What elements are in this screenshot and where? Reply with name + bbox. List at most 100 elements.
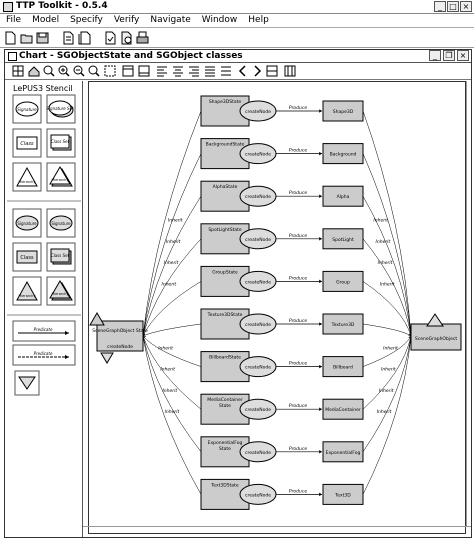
method-node[interactable]: createNode	[239, 270, 277, 292]
align-bottom-icon[interactable]	[138, 65, 150, 77]
align-center-icon[interactable]	[173, 66, 183, 77]
method-node[interactable]: createNode	[239, 356, 277, 378]
method-node[interactable]: createNode	[239, 228, 277, 250]
document-icon[interactable]	[62, 31, 75, 45]
stencil-signature-2[interactable]: Signature	[12, 208, 42, 238]
menu-specify[interactable]: Specify	[70, 15, 103, 25]
back-arrow-icon[interactable]	[238, 65, 246, 77]
inherit-label-right: Inherit	[379, 388, 394, 394]
maximize-icon[interactable]: □	[447, 1, 459, 12]
method-node[interactable]: createNode	[239, 100, 277, 122]
inherit-edge-right	[362, 336, 411, 495]
menu-file[interactable]: File	[6, 15, 22, 25]
document-copy-icon[interactable]	[78, 31, 91, 45]
verify-icon[interactable]	[120, 31, 133, 45]
hsplit-icon[interactable]	[266, 65, 278, 77]
new-file-icon[interactable]	[4, 31, 17, 45]
stencil-hierarchy-2[interactable]: Hierarchy	[12, 276, 42, 306]
stencil-signature[interactable]: Signature	[12, 94, 42, 124]
app-logo-icon	[3, 2, 13, 12]
stencil-class[interactable]: Class	[12, 128, 42, 158]
zoom-out-icon[interactable]	[73, 65, 85, 77]
method-node[interactable]: createNode	[239, 143, 277, 165]
produce-label: Produce	[289, 190, 307, 196]
inherit-label-right: Inherit	[381, 367, 396, 373]
stencil-predicate-2-label: Predicate	[34, 351, 53, 356]
open-folder-icon[interactable]	[20, 31, 33, 45]
produce-label: Produce	[289, 105, 307, 111]
stencil-hierarchy-set-2[interactable]: Hierarchy	[46, 276, 76, 306]
target-class-node[interactable]: Group	[322, 270, 364, 292]
minimize-icon[interactable]: _	[434, 1, 446, 12]
stencil-predicate[interactable]: Predicate	[12, 320, 76, 342]
inherit-label-right: Inherit	[377, 409, 392, 415]
method-node[interactable]: createNode	[239, 483, 277, 505]
app-title-bar: TTP Toolkit - 0.5.4 _ □ ×	[0, 0, 474, 14]
inherit-edge-right	[362, 110, 411, 336]
vertical-scrollbar[interactable]	[466, 81, 472, 526]
method-node[interactable]: createNode	[239, 398, 277, 420]
target-class-node[interactable]: Text3D	[322, 483, 364, 505]
target-class-node[interactable]: Texture3D	[322, 313, 364, 335]
menu-window[interactable]: Window	[201, 15, 238, 25]
stencil-predicate-2[interactable]: Predicate	[12, 344, 76, 366]
justify-icon[interactable]	[205, 66, 215, 77]
target-class-node[interactable]: Billboard	[322, 356, 364, 378]
stencil-signature-label: Signature	[17, 107, 37, 112]
chart-minimize-icon[interactable]: _	[429, 50, 441, 61]
align-top-icon[interactable]	[122, 65, 134, 77]
stencil-class-set-2[interactable]: Class Set	[46, 242, 76, 272]
method-node[interactable]: createNode	[239, 185, 277, 207]
zoom-icon[interactable]	[88, 65, 100, 77]
chart-restore-icon[interactable]: ❐	[443, 50, 455, 61]
method-node[interactable]: createNode	[239, 441, 277, 463]
right-hierarchy-node[interactable]: SceneGraphObject	[410, 313, 462, 351]
target-class-node[interactable]: Alpha	[322, 185, 364, 207]
columns-icon[interactable]	[284, 65, 296, 77]
target-class-node[interactable]: Shape3D	[322, 100, 364, 122]
align-right-icon[interactable]	[189, 66, 199, 77]
left-hierarchy-node[interactable]: SceneGraphObject State createNode	[89, 312, 148, 364]
zoom-fit-icon[interactable]	[43, 65, 55, 77]
grid-icon[interactable]	[12, 65, 24, 77]
inherit-label-left: Inherit	[168, 218, 183, 224]
document-check-icon[interactable]	[104, 31, 117, 45]
inherit-label-left: Inherit	[162, 281, 177, 287]
stencil-signature-3[interactable]: Signature	[46, 208, 76, 238]
stencil-class-2[interactable]: Class	[12, 242, 42, 272]
target-class-node[interactable]: ExponentialFog	[322, 441, 364, 463]
menu-model[interactable]: Model	[32, 15, 60, 25]
horizontal-scrollbar[interactable]	[83, 526, 471, 536]
forward-arrow-icon[interactable]	[254, 65, 262, 77]
chart-close-icon[interactable]: ×	[457, 50, 469, 61]
method-node[interactable]: createNode	[239, 313, 277, 335]
stencil-root[interactable]	[14, 370, 40, 396]
produce-label: Produce	[289, 233, 307, 239]
menu-help[interactable]: Help	[248, 15, 269, 25]
print-icon[interactable]	[136, 31, 149, 45]
home-icon[interactable]	[28, 66, 40, 77]
align-left-icon[interactable]	[157, 66, 167, 77]
menu-verify[interactable]: Verify	[113, 15, 140, 25]
produce-label: Produce	[289, 318, 307, 324]
distribute-icon[interactable]	[221, 66, 231, 76]
diagram-row: SpotLightStatecreateNodeProduceSpotLight…	[162, 223, 395, 287]
menu-navigate[interactable]: Navigate	[150, 15, 191, 25]
stencil-hierarchy-set[interactable]: Hierarchy	[46, 162, 76, 192]
zoom-in-icon[interactable]	[58, 65, 70, 77]
stencil-hierarchy[interactable]: Hierarchy	[12, 162, 42, 192]
close-icon[interactable]: ×	[460, 1, 472, 12]
target-class-node[interactable]: MediaContainer	[322, 398, 364, 420]
stencil-signature-set[interactable]: Signature Set	[46, 94, 76, 124]
target-class-node[interactable]: SpotLight	[322, 228, 364, 250]
save-icon[interactable]	[36, 31, 49, 45]
diagram-row: Text3DStatecreateNodeProduceText3DInheri…	[165, 409, 392, 510]
stencil-class-set[interactable]: Class Set	[46, 128, 76, 158]
select-icon[interactable]	[104, 65, 116, 77]
target-class-node[interactable]: Background	[322, 143, 364, 165]
produce-label: Produce	[289, 361, 307, 367]
inherit-edge-right	[362, 336, 411, 452]
state-class-label: BillboardState	[209, 355, 241, 361]
